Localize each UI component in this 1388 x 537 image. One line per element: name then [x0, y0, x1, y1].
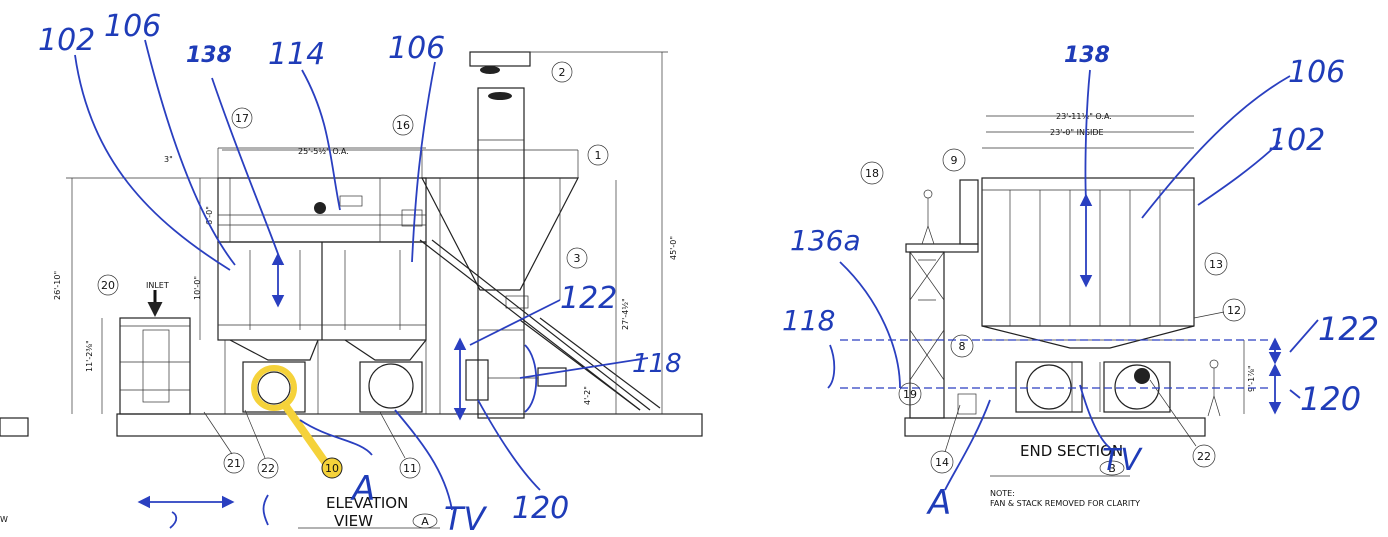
end-callouts: 9 18 13 12 8 19 14 22 — [860, 148, 1246, 474]
end-section-title: END SECTION B NOTE: FAN & STACK REMOVED … — [990, 442, 1140, 508]
cyclone-tower — [421, 149, 579, 414]
elevation-title-line2: VIEW — [334, 512, 373, 530]
dim-offset: 3" — [164, 155, 173, 164]
hopper-left — [224, 339, 319, 414]
callout-8: 8 — [959, 340, 966, 353]
callout-1: 1 — [595, 149, 602, 162]
hw-136a-right: 136a — [790, 224, 861, 257]
person-figure-right — [1207, 359, 1221, 417]
dim-stack-height: 45'-0" — [669, 236, 678, 260]
callout-18: 18 — [865, 167, 879, 180]
callout-17: 17 — [235, 112, 249, 125]
dim-height-lower: 11'-2⅜" — [85, 340, 94, 372]
dim-inside: 23'-0" INSIDE — [1050, 128, 1104, 137]
end-section-view: 23'-11½" O.A. 23'-0" INSIDE 9'-1⅞" 9 18 … — [860, 112, 1256, 508]
dim-height-overall: 26'-10" — [53, 271, 62, 300]
dim-tower-height: 27'-4½" — [621, 298, 630, 330]
hw-138-left: 138 — [186, 43, 232, 68]
collector-body — [217, 147, 427, 341]
hw-114-left: 114 — [268, 37, 325, 72]
dim-hopper-height: 4'-2" — [583, 386, 592, 405]
callout-22: 22 — [261, 462, 275, 475]
staircase — [419, 239, 661, 411]
dim-overall-width: 25'-5½" O.A. — [298, 147, 349, 156]
hw-138-right: 138 — [1064, 43, 1110, 68]
callout-19: 19 — [903, 388, 917, 401]
hw-118-right: 118 — [782, 304, 835, 337]
end-dimensions: 23'-11½" O.A. 23'-0" INSIDE 9'-1⅞" — [986, 112, 1256, 414]
hw-118-left: 118 — [632, 349, 682, 379]
dim-hopper: 9'-1⅞" — [1247, 365, 1256, 392]
elevation-view-tag: A — [421, 515, 429, 528]
hw-106-left-b: 106 — [388, 31, 445, 66]
highlight-ring — [251, 365, 297, 411]
callout-14: 14 — [935, 456, 949, 469]
hopper-right — [344, 339, 427, 414]
callout-12: 12 — [1227, 304, 1241, 317]
note-text: FAN & STACK REMOVED FOR CLARITY — [990, 499, 1140, 508]
handwritten-annotations-right: 138 106 102 136a 118 122 120 TV A — [782, 43, 1379, 523]
callout-22-end: 22 — [1197, 450, 1211, 463]
hw-106-right: 106 — [1288, 55, 1345, 90]
base-slab — [116, 413, 703, 437]
hw-106-left: 106 — [104, 9, 161, 44]
highlight-leader — [281, 401, 329, 466]
end-view-tag: B — [1108, 462, 1116, 475]
dim-overall: 23'-11½" O.A. — [1056, 112, 1112, 121]
hw-102-left: 102 — [38, 23, 95, 58]
inlet-housing: INLET — [119, 281, 191, 415]
person-figure-top — [921, 189, 935, 245]
hw-A-left: A — [350, 469, 375, 509]
callout-10: 10 — [325, 462, 339, 475]
hw-TV-right: TV — [1102, 443, 1143, 478]
inlet-label: INLET — [146, 281, 169, 290]
hw-120-right: 120 — [1300, 380, 1361, 418]
elevation-title: ELEVATION VIEW A — [298, 494, 440, 530]
callout-11: 11 — [403, 462, 417, 475]
elevation-callouts: 17 16 2 1 3 20 21 22 11 10 — [97, 61, 609, 479]
margin-char: W — [0, 515, 8, 524]
elevation-view: INLET — [0, 51, 703, 530]
hw-102-right: 102 — [1268, 123, 1325, 158]
hw-A-right: A — [926, 483, 951, 523]
callout-9: 9 — [951, 154, 958, 167]
callout-3: 3 — [574, 252, 581, 265]
fan-motor — [465, 359, 567, 401]
hw-120-left: 120 — [512, 491, 569, 526]
dim-height-mid: 10'-0" — [193, 276, 202, 300]
callout-16: 16 — [396, 119, 410, 132]
callout-13: 13 — [1209, 258, 1223, 271]
callout-21: 21 — [227, 457, 241, 470]
callout-20: 20 — [101, 279, 115, 292]
partial-box — [0, 417, 29, 437]
exhaust-stack — [469, 51, 531, 419]
end-section-title-text: END SECTION — [1020, 442, 1123, 460]
callout-2: 2 — [559, 66, 566, 79]
hw-122-left: 122 — [560, 281, 617, 316]
dim-height-upper: 6'-0" — [205, 206, 214, 225]
elevation-dimensions: 26'-10" 11'-2⅜" 6'-0" 10'-0" 25'-5½" O.A… — [53, 51, 678, 414]
handwritten-annotations-left: 102 106 138 114 106 122 118 120 A TV — [38, 9, 682, 537]
note-label: NOTE: — [990, 489, 1015, 498]
elevation-title-line1: ELEVATION — [326, 494, 408, 512]
hw-122-right: 122 — [1318, 310, 1379, 348]
end-base — [904, 417, 1206, 437]
